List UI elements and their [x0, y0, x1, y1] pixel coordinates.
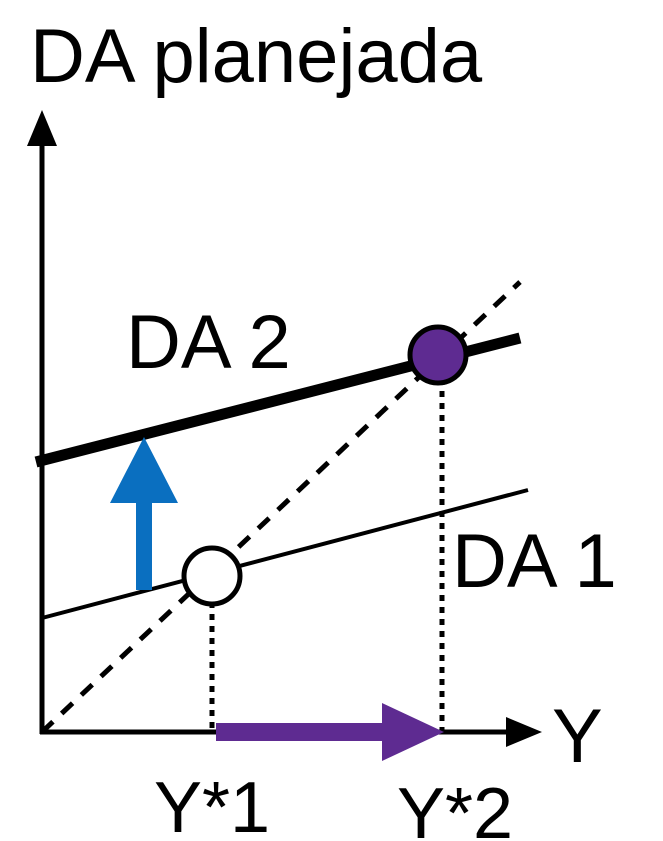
x-axis-arrowhead-icon — [506, 717, 542, 747]
output-shift-arrowhead-icon — [382, 703, 444, 761]
x-axis-title: Y — [552, 694, 603, 779]
equilibrium-2-marker — [407, 324, 469, 386]
equilibrium-1-label: Y*1 — [154, 768, 270, 841]
equilibrium-2-label: Y*2 — [397, 774, 513, 841]
da1-label: DA 1 — [452, 519, 617, 604]
output-shift-arrow-shaft — [216, 723, 386, 741]
da2-label: DA 2 — [126, 300, 291, 385]
da1-curve — [41, 488, 529, 620]
demand-shift-arrowhead-icon — [110, 437, 178, 503]
equilibrium-1-marker — [181, 545, 243, 607]
demand-shift-arrow-shaft — [136, 500, 152, 590]
y-axis-title: DA planejada — [30, 14, 483, 99]
y-axis-arrowhead-icon — [27, 110, 57, 146]
